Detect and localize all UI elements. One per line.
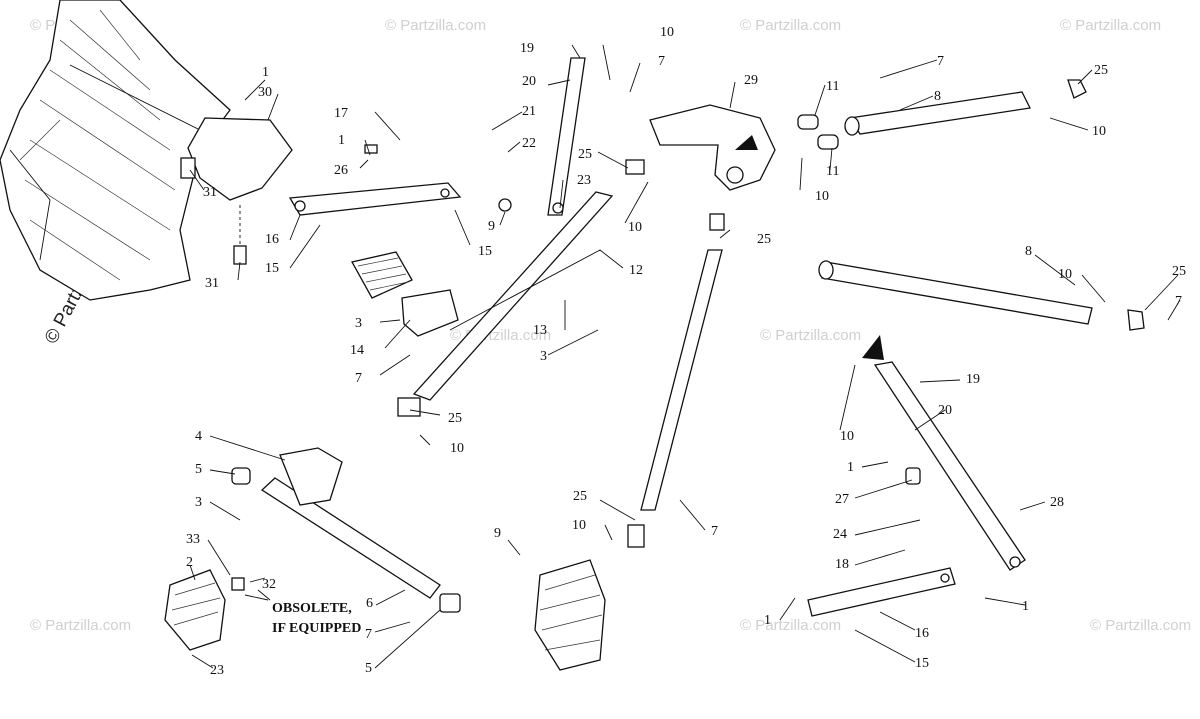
callout-25: 25 <box>578 147 592 162</box>
watermark: © Partzilla.com <box>30 617 131 634</box>
callout-1: 1 <box>262 65 269 80</box>
callout-3: 3 <box>195 495 202 510</box>
callout-3: 3 <box>540 349 547 364</box>
callout-7: 7 <box>1175 294 1182 309</box>
callout-10: 10 <box>1092 124 1106 139</box>
callout-1: 1 <box>1022 599 1029 614</box>
callout-23: 23 <box>210 663 224 678</box>
callout-25: 25 <box>1172 264 1186 279</box>
callout-1: 1 <box>764 613 771 628</box>
callout-22: 22 <box>522 136 536 151</box>
callout-12: 12 <box>629 263 643 278</box>
bracket-lower-right <box>862 335 1026 571</box>
tie-rod-lower <box>818 260 1145 331</box>
callout-8: 8 <box>1025 244 1032 259</box>
tie-rod-upper <box>797 79 1087 150</box>
callout-8: 8 <box>934 89 941 104</box>
watermark: © Partzilla.com <box>760 327 861 344</box>
callout-21: 21 <box>522 104 536 119</box>
callout-11: 11 <box>826 164 839 179</box>
callout-9: 9 <box>488 219 495 234</box>
callout-29: 29 <box>744 73 758 88</box>
callout-11: 11 <box>826 79 839 94</box>
callout-9: 9 <box>494 526 501 541</box>
chassis-frame-upper <box>0 0 231 301</box>
callout-10: 10 <box>1058 267 1072 282</box>
callout-7: 7 <box>711 524 718 539</box>
callout-10: 10 <box>660 25 674 40</box>
cover-plate <box>180 117 293 265</box>
callout-5: 5 <box>195 462 202 477</box>
callout-32: 32 <box>262 577 276 592</box>
callout-20: 20 <box>938 403 952 418</box>
callout-7: 7 <box>365 627 372 642</box>
callout-24: 24 <box>833 527 847 542</box>
watermark: © Partzilla.com <box>740 17 841 34</box>
callout-17: 17 <box>334 106 348 121</box>
steering-arm-lower-right <box>807 567 956 617</box>
callout-10: 10 <box>628 220 642 235</box>
callout-10: 10 <box>572 518 586 533</box>
steering-post-head <box>649 104 776 191</box>
callout-25: 25 <box>573 489 587 504</box>
callout-25: 25 <box>757 232 771 247</box>
watermark: © Partzilla.com <box>1060 17 1161 34</box>
callout-3: 3 <box>355 316 362 331</box>
callout-15: 15 <box>915 656 929 671</box>
electrical-module <box>351 251 459 337</box>
callout-15: 15 <box>478 244 492 259</box>
callout-26: 26 <box>334 163 348 178</box>
callout-10: 10 <box>815 189 829 204</box>
callout-7: 7 <box>658 54 665 69</box>
callout-labels: 1 30 31 31 17 1 26 16 15 15 9 19 20 10 7… <box>186 25 1186 678</box>
steering-arm-upper <box>288 144 512 216</box>
callout-6: 6 <box>366 596 373 611</box>
callout-23: 23 <box>577 173 591 188</box>
chassis-frame-lower <box>534 559 606 671</box>
leader-lines <box>189 44 1181 669</box>
callout-19: 19 <box>520 41 534 56</box>
callout-13: 13 <box>533 323 547 338</box>
callout-5: 5 <box>365 661 372 676</box>
obsolete-note: OBSOLETE, IF EQUIPPED <box>244 594 361 636</box>
callout-16: 16 <box>265 232 279 247</box>
callout-7: 7 <box>937 54 944 69</box>
motor-assembly <box>164 569 245 651</box>
callout-30: 30 <box>258 85 272 100</box>
callout-19: 19 <box>966 372 980 387</box>
watermark: © Partzilla.com <box>1090 617 1191 634</box>
callout-1: 1 <box>338 133 345 148</box>
callout-14: 14 <box>350 343 364 358</box>
watermark: © Partzilla.com <box>385 17 486 34</box>
callout-27: 27 <box>835 492 849 507</box>
callout-16: 16 <box>915 626 929 641</box>
watermark: © Partzilla.com <box>740 617 841 634</box>
callout-25: 25 <box>1094 63 1108 78</box>
callout-4: 4 <box>195 429 202 444</box>
callout-31: 31 <box>205 276 219 291</box>
steering-column <box>627 213 725 548</box>
callout-7: 7 <box>355 371 362 386</box>
callout-1: 1 <box>847 460 854 475</box>
note-line-2: IF EQUIPPED <box>272 621 361 636</box>
note-line-1: OBSOLETE, <box>272 601 352 616</box>
callout-20: 20 <box>522 74 536 89</box>
callout-2: 2 <box>186 555 193 570</box>
bracket-upper <box>547 57 586 216</box>
callout-28: 28 <box>1050 495 1064 510</box>
callout-10: 10 <box>840 429 854 444</box>
callout-31: 31 <box>203 185 217 200</box>
callout-25: 25 <box>448 411 462 426</box>
callout-15: 15 <box>265 261 279 276</box>
callout-10: 10 <box>450 441 464 456</box>
callout-18: 18 <box>835 557 849 572</box>
lower-steering-arm <box>231 447 461 613</box>
callout-33: 33 <box>186 532 200 547</box>
